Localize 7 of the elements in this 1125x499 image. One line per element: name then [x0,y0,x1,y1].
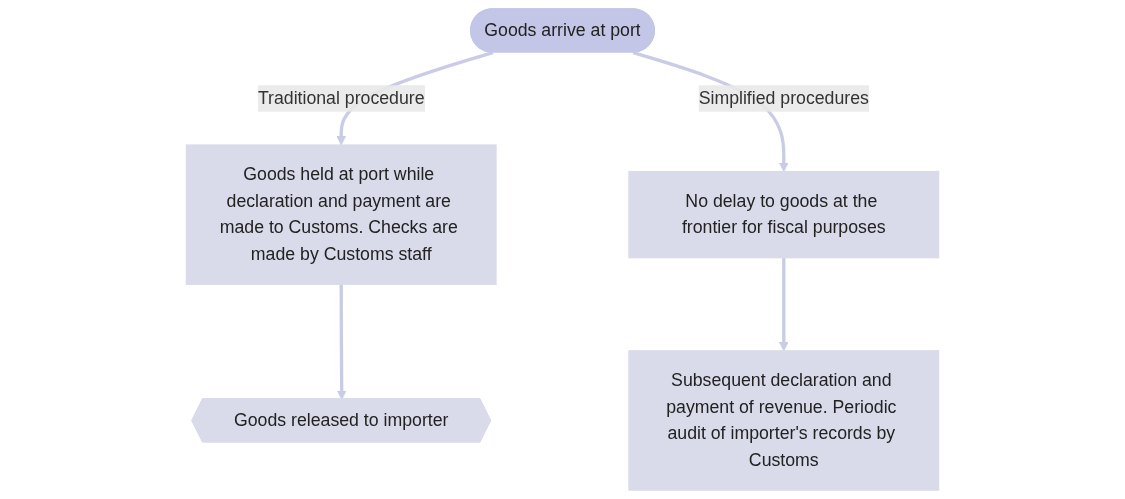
arrow [336,284,347,400]
node-box: No delay to goods at the frontier for fiscal purposes [628,170,940,259]
edge-label: Simplified procedures [698,88,869,108]
node-box: Goods held at port while declaration and payment are made to Customs. Checks are made by Customs staff [185,144,497,285]
node-box: Subsequent declaration and payment of revenue. Periodic audit of importer's records by Customs [628,350,940,491]
edge-label: Traditional procedure [257,88,425,108]
arrow [778,257,789,352]
